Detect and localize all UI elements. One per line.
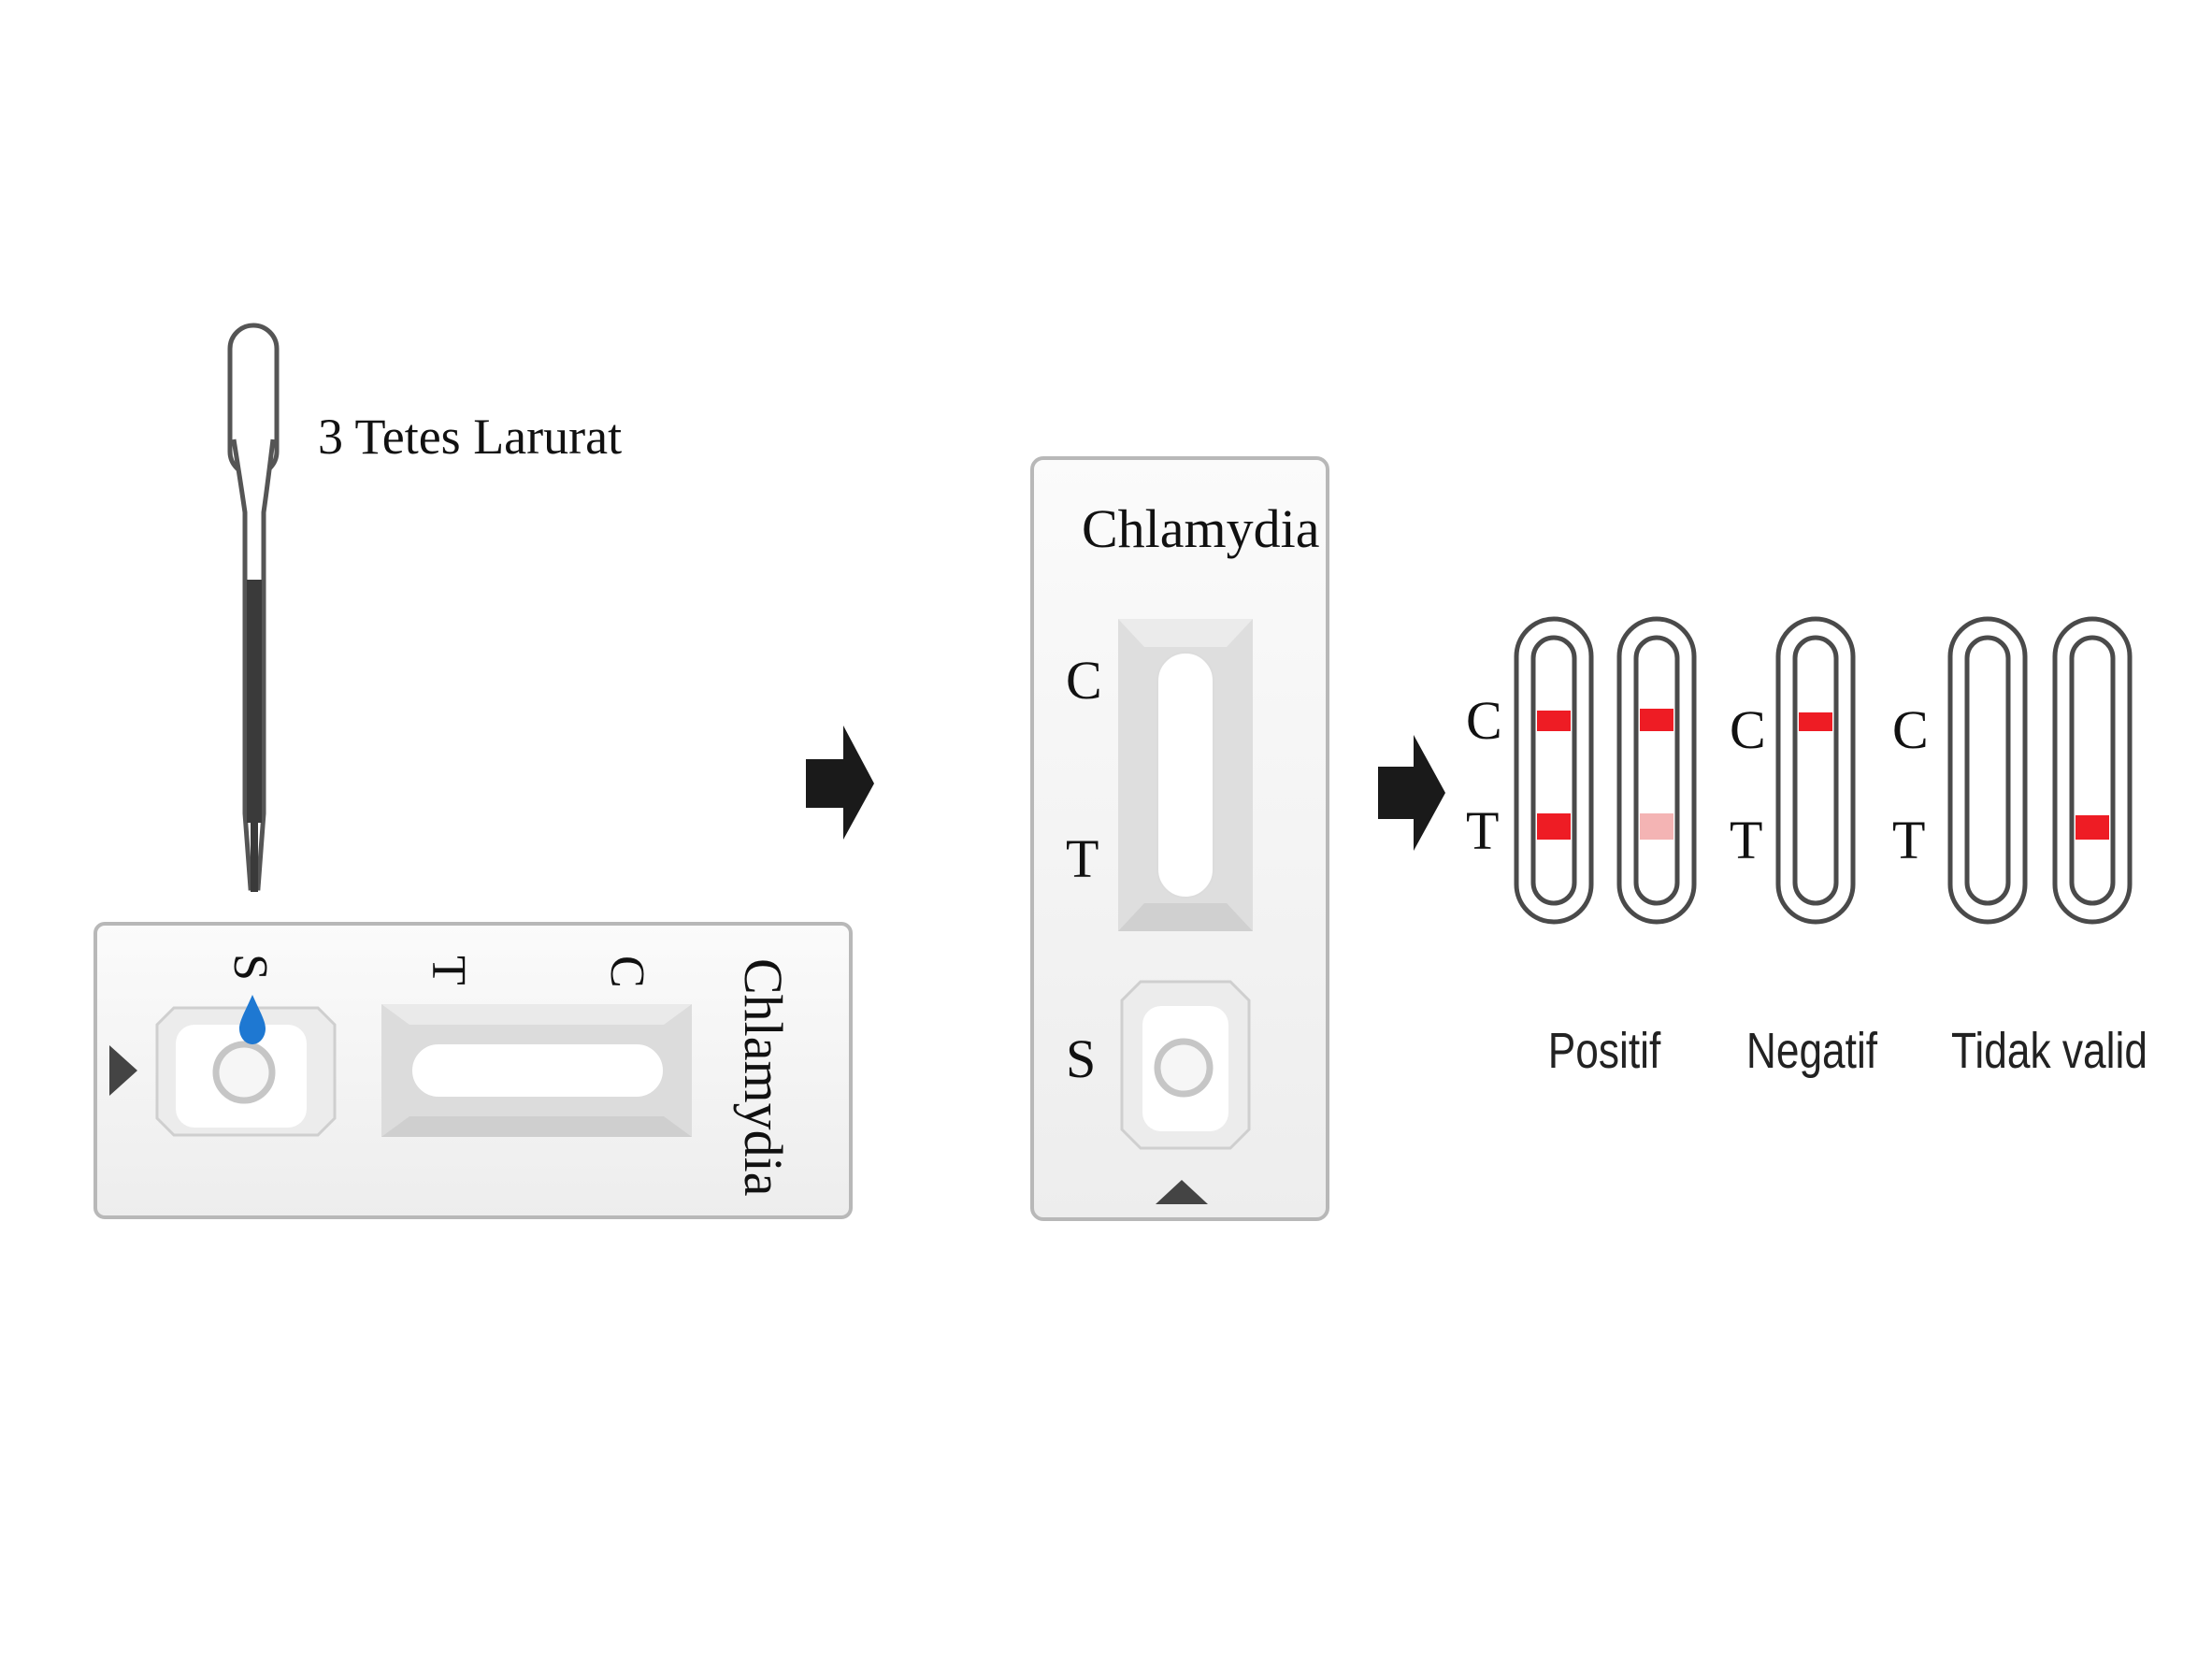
result-label-t-invalid: T (1892, 810, 1925, 870)
sample-drop-icon (239, 995, 266, 1044)
strip-invalid-2 (2052, 616, 2133, 925)
result-label-t-negative: T (1730, 810, 1762, 870)
cassette-label-c-vertical: C (1066, 650, 1102, 711)
next-step-arrow-icon (806, 726, 874, 840)
caption-positive: Positif (1548, 1023, 1661, 1079)
results-group: C T C T C T Positif Negatif Tidak valid (1466, 616, 2147, 1079)
cassette-label-t: T (422, 956, 475, 985)
cassette-label-s-vertical: S (1066, 1028, 1096, 1089)
strip-positive-2 (1616, 616, 1697, 925)
orientation-arrow-icon (1156, 1180, 1208, 1204)
strip-positive-1 (1514, 616, 1594, 925)
step1-group: 3 Tetes Larurat S T C (93, 323, 853, 1219)
caption-negative: Negatif (1746, 1023, 1877, 1079)
cassette-brand: Chlamydia (733, 958, 794, 1197)
drops-instruction: 3 Tetes Larurat (318, 409, 622, 465)
cassette-label-c: C (600, 956, 654, 988)
control-line (1640, 709, 1673, 731)
dropper-icon (227, 323, 280, 892)
cassette-label-s: S (223, 954, 277, 981)
cassette-vertical: Chlamydia C T S (1030, 456, 1329, 1221)
orientation-arrow-icon (109, 1045, 137, 1096)
strip-negative (1775, 616, 1856, 925)
sample-well (155, 1006, 337, 1137)
result-label-c-invalid: C (1892, 699, 1929, 760)
result-window-vertical (1118, 619, 1253, 931)
cassette-label-t-vertical: T (1066, 828, 1099, 889)
test-line (1537, 813, 1571, 840)
control-line (1799, 712, 1832, 731)
result-window (381, 1004, 692, 1137)
result-label-c-negative: C (1730, 699, 1766, 760)
cassette-horizontal: S T C Chlamydia (93, 922, 853, 1219)
sample-well-vertical (1120, 980, 1251, 1150)
cassette-brand-vertical: Chlamydia (1082, 498, 1320, 559)
strip-invalid-1 (1947, 616, 2028, 925)
test-line (2076, 815, 2109, 840)
test-line-faint (1640, 813, 1673, 840)
next-step-arrow-icon (1378, 735, 1445, 851)
result-label-c-positive: C (1466, 690, 1502, 751)
control-line (1537, 711, 1571, 731)
result-label-t-positive: T (1466, 800, 1499, 861)
caption-invalid: Tidak valid (1951, 1023, 2147, 1079)
